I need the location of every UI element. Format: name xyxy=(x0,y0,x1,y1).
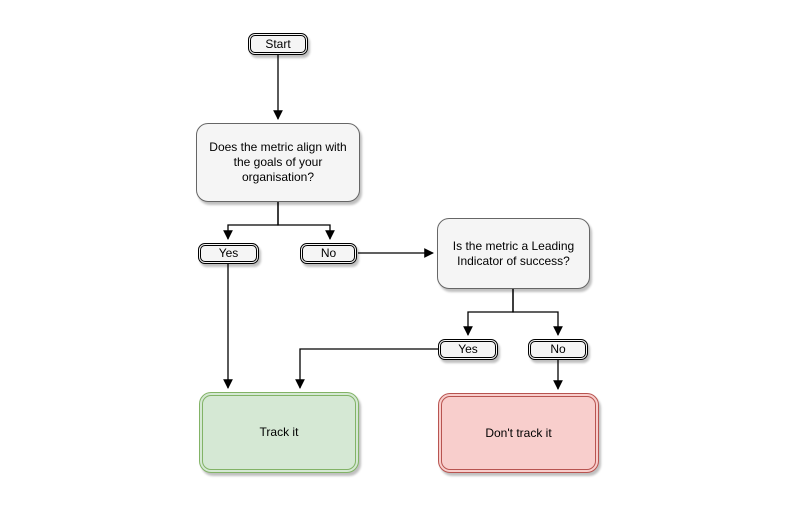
yes-node-leading-indicator[interactable]: Yes xyxy=(438,339,498,360)
edge-decision1-yes1 xyxy=(223,202,279,240)
yes-node-goals-alignment-label: Yes xyxy=(218,246,239,260)
no-node-goals-alignment-label: No xyxy=(320,246,337,260)
dont-track-it-node-label: Don't track it xyxy=(485,425,552,440)
track-it-node[interactable]: Track it xyxy=(199,392,359,473)
edge-decision2-no2 xyxy=(512,289,563,336)
track-it-node-label: Track it xyxy=(259,425,299,439)
edge-yes2-track xyxy=(295,348,438,389)
edge-decision2-yes2 xyxy=(463,289,514,336)
yes-node-goals-alignment[interactable]: Yes xyxy=(198,243,259,264)
no-node-goals-alignment[interactable]: No xyxy=(300,243,357,264)
no-node-leading-indicator-label: No xyxy=(550,342,566,356)
edge-decision1-no1 xyxy=(277,202,335,240)
no-node-leading-indicator[interactable]: No xyxy=(528,339,588,360)
decision-node-leading-indicator-label: Is the metric a Leading Indicator of suc… xyxy=(452,238,575,268)
dont-track-it-node[interactable]: Don't track it xyxy=(438,393,599,473)
decision-node-goals-alignment[interactable]: Does the metric align with the goals of … xyxy=(196,123,360,202)
yes-node-leading-indicator-label: Yes xyxy=(458,342,478,356)
decision-node-leading-indicator[interactable]: Is the metric a Leading Indicator of suc… xyxy=(437,218,590,289)
decision-node-goals-alignment-label: Does the metric align with the goals of … xyxy=(209,140,347,184)
start-node[interactable]: Start xyxy=(248,33,308,55)
start-node-label: Start xyxy=(265,36,291,51)
